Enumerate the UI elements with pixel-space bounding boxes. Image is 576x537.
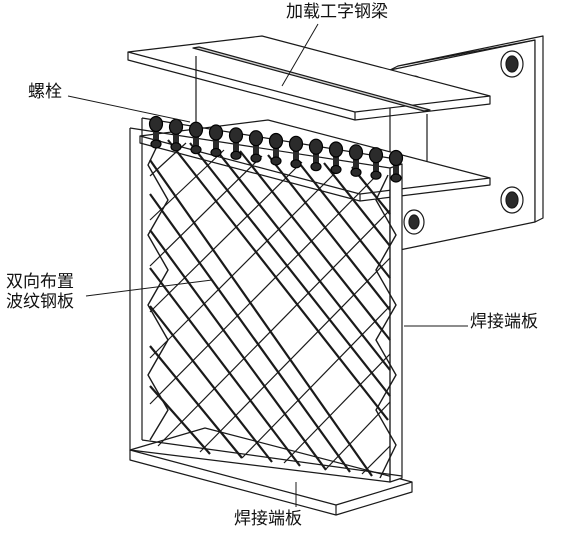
label-end-plate-right: 焊接端板 <box>470 312 538 332</box>
leader-beam <box>281 23 319 87</box>
bolt-icon <box>268 132 284 166</box>
bolt-icon <box>328 141 344 175</box>
plate-bolt-icon <box>500 186 524 214</box>
leader-lines <box>67 23 468 507</box>
plate-bolt-icon <box>500 50 524 78</box>
bolt-icon <box>288 135 304 169</box>
bolt-icon <box>308 138 324 172</box>
plate-bolt-icon <box>403 209 425 235</box>
bolt-icon <box>368 147 384 180</box>
bottom-end-plate <box>129 427 413 516</box>
corrugated-steel-panel <box>129 117 403 483</box>
label-corrugated-panel-line1: 双向布置 <box>6 272 74 292</box>
label-corrugated-panel-line2: 波纹钢板 <box>6 292 74 313</box>
label-end-plate-bottom: 焊接端板 <box>234 509 302 529</box>
bolt-icon <box>348 144 364 177</box>
bolt-icon <box>388 149 404 183</box>
label-loading-i-beam: 加载工字钢梁 <box>286 2 388 22</box>
bolt-icon <box>148 115 164 149</box>
side-end-plate <box>389 163 403 483</box>
bolt-icon <box>228 127 244 160</box>
label-corrugated-panel: 双向布置 波纹钢板 <box>6 272 74 313</box>
bolt-row <box>148 115 404 183</box>
label-bolt: 螺栓 <box>28 82 62 102</box>
bolt-icon <box>208 124 224 158</box>
bolt-icon <box>248 130 264 163</box>
beam-end-plate <box>389 35 544 253</box>
bolt-icon <box>188 121 204 155</box>
leader-bolt <box>67 95 191 123</box>
leader-panel <box>85 279 213 297</box>
